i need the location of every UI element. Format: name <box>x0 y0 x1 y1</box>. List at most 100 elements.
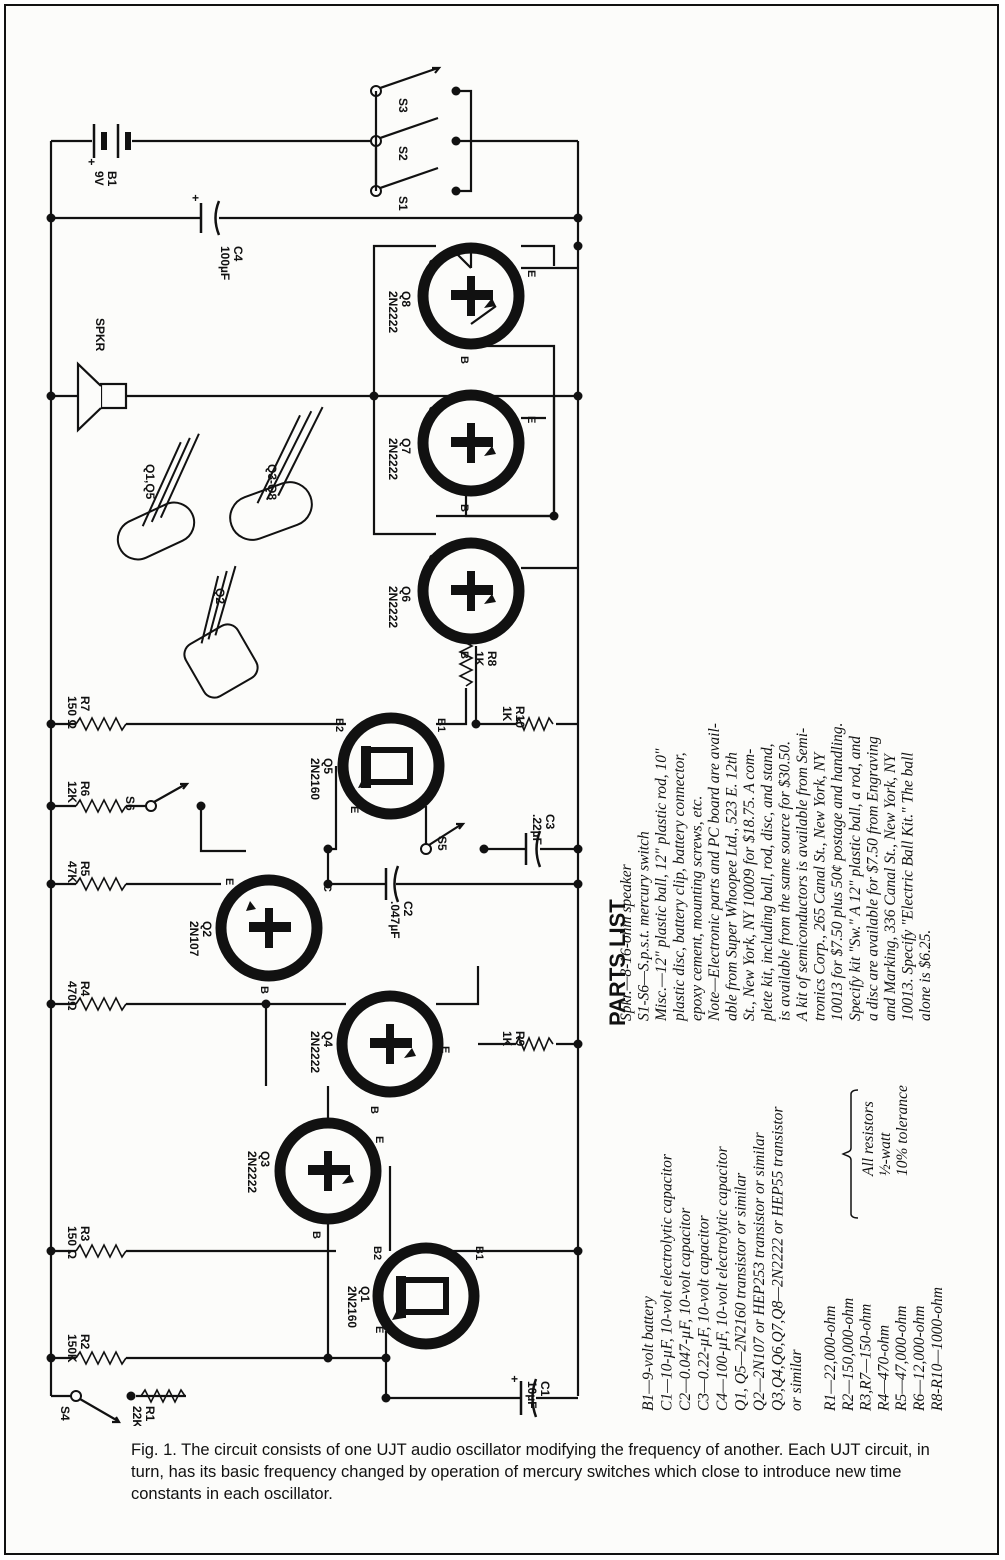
junction-dots <box>46 86 583 1403</box>
text-line: able from Super Whoopee Ltd., 523 E. 12t… <box>724 752 741 1021</box>
resistor-note: All resistors ½-watt 10% tolerance <box>841 1085 911 1219</box>
capacitors: + + <box>192 191 542 1418</box>
transistor-q2 <box>215 874 323 982</box>
text-line: C2—0.047-µF, 10-volt capacitor <box>677 1207 694 1411</box>
svg-text:B1: B1 <box>435 718 447 732</box>
label-q5: Q52N2160 <box>308 758 335 800</box>
transistors <box>215 242 525 1350</box>
svg-text:C: C <box>321 884 333 892</box>
text-line: 10013. Specify "Electric Ball Kit." The … <box>900 752 917 1021</box>
r5-zigzag <box>75 876 127 892</box>
svg-text:B: B <box>368 1106 380 1114</box>
svg-text:+: + <box>192 191 199 205</box>
label-s6: S6 <box>123 796 137 811</box>
svg-text:B: B <box>458 504 470 512</box>
label-q6: Q62N2222 <box>386 586 413 628</box>
text-line: or similar <box>788 1348 805 1411</box>
r3-zigzag <box>75 1243 127 1259</box>
transistor-q8 <box>417 242 525 350</box>
svg-text:E: E <box>348 806 360 813</box>
speaker <box>76 361 128 433</box>
package-drawings <box>116 406 324 699</box>
label-r5: R547K <box>65 861 92 883</box>
text-line: Q2—2N107 or HEP253 transistor or similar <box>751 1131 768 1411</box>
figure-frame: + + + <box>4 4 999 1555</box>
label-spkr: SPKR <box>93 318 107 352</box>
resistors <box>75 635 554 1404</box>
label-r8: R81K <box>472 651 499 667</box>
svg-text:E: E <box>525 416 537 423</box>
svg-text:E: E <box>439 1046 451 1053</box>
svg-text:E: E <box>223 878 235 885</box>
svg-text:B: B <box>258 986 270 994</box>
text-line: 10013 for $7.50 plus 50¢ postage and han… <box>829 723 846 1021</box>
text-line: a disc are available for $7.50 from Engr… <box>864 736 881 1021</box>
figure-caption: Fig. 1. The circuit consists of one UJT … <box>131 1441 930 1503</box>
r2-zigzag <box>75 1350 127 1366</box>
transistor-q4 <box>336 990 444 1098</box>
text-line: plastic disc, battery clip, battery conn… <box>671 752 688 1022</box>
text-line: R5—47,000-ohm <box>893 1306 910 1412</box>
text-line: R3,R7—150-ohm <box>858 1304 875 1412</box>
text-line: and Marking, 336 Canal St., New York, NY <box>882 753 899 1021</box>
text-line: A kit of semiconductors is available fro… <box>794 728 811 1022</box>
label-r2: R2150K <box>65 1334 92 1363</box>
text-line: Q3,Q4,Q6,Q7,Q8—2N2222 or HEP55 transisto… <box>770 1106 787 1411</box>
text-line: tronics Corp., 265 Canal St., New York, … <box>812 751 829 1021</box>
label-q2: Q22N107 <box>187 921 214 957</box>
label-s1: S1 <box>396 196 410 211</box>
text-line: Note—Electronic parts and PC board are a… <box>706 723 723 1022</box>
label-r3: R3150 Ω <box>65 1226 92 1259</box>
label-r4: R4470Ω <box>65 981 92 1011</box>
battery-b1: + <box>88 124 131 169</box>
label-c2: C2.047µF <box>388 901 415 939</box>
text-line: C3—0.22-µF, 10-volt capacitor <box>696 1215 713 1411</box>
text-line: epoxy cement, mounting screws, etc. <box>688 796 705 1021</box>
svg-text:All resistors: All resistors <box>860 1101 877 1177</box>
svg-text:C: C <box>287 1131 299 1139</box>
label-c1: C110µF <box>525 1381 552 1409</box>
component-labels: B19V C4100µF SPKR S1 S2 S3 Q82N2222 Q72N… <box>58 98 557 1426</box>
label-q8: Q82N2222 <box>386 291 413 333</box>
svg-text:B: B <box>458 356 470 364</box>
label-s5: S5 <box>435 836 449 851</box>
wiring <box>49 89 580 1400</box>
text-line: C1—10-µF, 10-volt electrolytic capacitor <box>659 1153 676 1411</box>
svg-text:B: B <box>310 1231 322 1239</box>
circuit-schematic: + + + <box>46 66 946 1426</box>
r1-zigzag <box>140 1388 186 1404</box>
mercury-switches <box>70 66 466 1424</box>
text-line: alone is $6.25. <box>917 930 934 1021</box>
transistor-q1-ujt <box>372 1242 480 1350</box>
transistor-q5-ujt <box>337 712 445 820</box>
r10-zigzag <box>515 715 554 733</box>
svg-text:10% tolerance: 10% tolerance <box>894 1085 911 1176</box>
label-r1: R122K <box>130 1406 157 1426</box>
r7-zigzag <box>75 716 127 732</box>
svg-text:B: B <box>458 651 470 659</box>
label-q1: Q12N2160 <box>345 1286 372 1328</box>
label-c3: C3.22µF <box>530 814 557 845</box>
svg-text:E: E <box>373 1136 385 1143</box>
text-line: R2—150,000-ohm <box>840 1298 857 1412</box>
text-line: Q1, Q5—2N2160 transistor or similar <box>733 1172 750 1411</box>
text-line: R6—12,000-ohm <box>911 1306 928 1412</box>
svg-text:½-watt: ½-watt <box>877 1132 894 1176</box>
svg-text:C: C <box>426 259 438 267</box>
svg-text:+: + <box>88 155 95 169</box>
text-line: R4—470-ohm <box>875 1325 892 1412</box>
text-line: is available from the same source for $3… <box>776 741 793 1021</box>
label-q4: Q42N2222 <box>308 1031 335 1073</box>
label-r6: R612K <box>65 781 92 803</box>
transistor-q7 <box>417 389 525 497</box>
svg-text:B2: B2 <box>371 1246 383 1260</box>
label-q1q5-pkg: Q1,Q5 <box>143 464 157 500</box>
label-r10: R101K <box>500 706 527 728</box>
label-b1: B19V <box>92 171 119 187</box>
text-line: plete kit, including ball, rod, disc, an… <box>759 743 776 1022</box>
text-line: C4—100-µF, 10-volt electrolytic capacito… <box>714 1145 731 1411</box>
